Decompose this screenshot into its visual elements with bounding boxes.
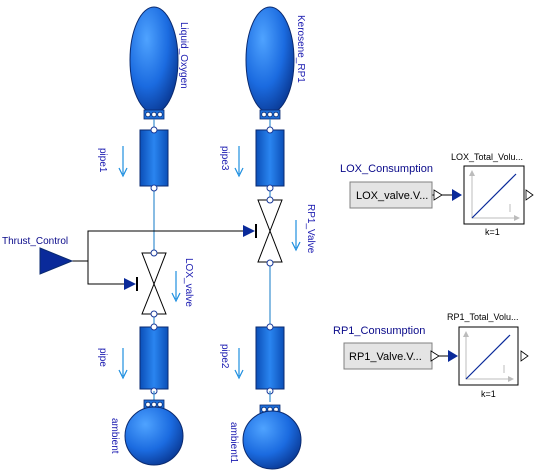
- pipe3[interactable]: pipe3: [219, 119, 285, 192]
- lox-k-label: k=1: [485, 227, 500, 237]
- thrust-control-label: Thrust_Control: [2, 236, 68, 247]
- rp1-total-volume-label: RP1_Total_Volu...: [447, 312, 519, 322]
- rp1-valve[interactable]: RP1_Valve: [243, 196, 316, 267]
- rp1-k-label: k=1: [481, 389, 496, 399]
- port-bottom-icon: [150, 310, 158, 318]
- rp1-total-volume[interactable]: RP1_Total_Volu... k=1: [447, 312, 529, 399]
- liquid-oxygen-tank[interactable]: Liquid_Oxygen: [129, 6, 189, 120]
- port-bottom-icon: [150, 184, 158, 192]
- ambient-port-icon: [143, 399, 165, 410]
- output-port-icon: [520, 350, 529, 362]
- rp1-valve-label: RP1_Valve: [305, 204, 316, 254]
- output-port-icon: [430, 350, 440, 362]
- rp1-valve-field-text: RP1_Valve.V...: [349, 351, 422, 363]
- rp1-consumption-label: RP1_Consumption: [333, 325, 425, 337]
- liquid-oxygen-label: Liquid_Oxygen: [178, 22, 189, 89]
- control-input-icon: [243, 225, 255, 237]
- thrust-signal-lox: [87, 261, 130, 285]
- flow-arrow-icon: [291, 220, 301, 252]
- flow-arrow-icon: [118, 146, 128, 178]
- port-top-icon: [266, 323, 274, 331]
- lox-consumption[interactable]: LOX_Consumption LOX_valve.V...: [340, 163, 443, 209]
- lox-valve-field[interactable]: [349, 181, 433, 209]
- ambient[interactable]: ambient: [109, 399, 184, 466]
- flow-arrow-icon: [118, 348, 128, 380]
- ambient1-label: ambient1: [228, 422, 239, 464]
- pipe2[interactable]: pipe2: [219, 323, 285, 402]
- lox-consumption-label: LOX_Consumption: [340, 163, 433, 175]
- kerosene-tank[interactable]: Kerosene_RP1: [245, 6, 306, 120]
- pipe-label: pipe: [97, 348, 108, 367]
- thrust-control[interactable]: Thrust_Control: [2, 236, 74, 275]
- port-top-icon: [266, 126, 274, 134]
- kerosene-label: Kerosene_RP1: [295, 15, 306, 83]
- ambient1[interactable]: ambient1: [228, 404, 302, 470]
- lox-total-volume-label: LOX_Total_Volu...: [451, 152, 523, 162]
- ambient-label: ambient: [109, 418, 120, 454]
- rp1-consumption[interactable]: RP1_Consumption RP1_Valve.V...: [333, 325, 440, 370]
- port-top-icon: [150, 249, 158, 257]
- flow-arrow-icon: [234, 348, 244, 380]
- output-port-icon: [433, 189, 443, 201]
- lox-valve-label: LOX_valve: [183, 258, 194, 307]
- pipe2-label: pipe2: [219, 344, 230, 369]
- lox-total-volume[interactable]: LOX_Total_Volu... k=1: [451, 152, 534, 237]
- tank-port-icon: [259, 109, 281, 120]
- port-bottom-icon: [266, 184, 274, 192]
- tank-port-icon: [143, 109, 165, 120]
- port-top-icon: [266, 196, 274, 204]
- flow-arrow-icon: [171, 271, 181, 303]
- integrator-slope-icon: [471, 173, 517, 219]
- integrator-slope-icon: [465, 334, 511, 380]
- connections: [153, 190, 271, 327]
- input-port-icon: [448, 350, 458, 362]
- pipe1-label: pipe1: [97, 148, 108, 173]
- pipe1[interactable]: pipe1: [97, 119, 169, 192]
- output-port-icon: [525, 189, 534, 201]
- port-bottom-icon: [266, 259, 274, 267]
- pipe3-label: pipe3: [219, 146, 230, 171]
- lox-valve-field-text: LOX_valve.V...: [356, 190, 428, 202]
- input-port-icon: [452, 189, 462, 201]
- pipe[interactable]: pipe: [97, 323, 169, 402]
- lox-valve[interactable]: LOX_valve: [124, 249, 194, 318]
- flow-arrow-icon: [234, 146, 244, 178]
- port-top-icon: [150, 126, 158, 134]
- thrust-signal-rp1: [72, 230, 250, 262]
- port-top-icon: [150, 323, 158, 331]
- control-input-icon: [124, 278, 136, 290]
- rp1-valve-field[interactable]: [343, 342, 433, 370]
